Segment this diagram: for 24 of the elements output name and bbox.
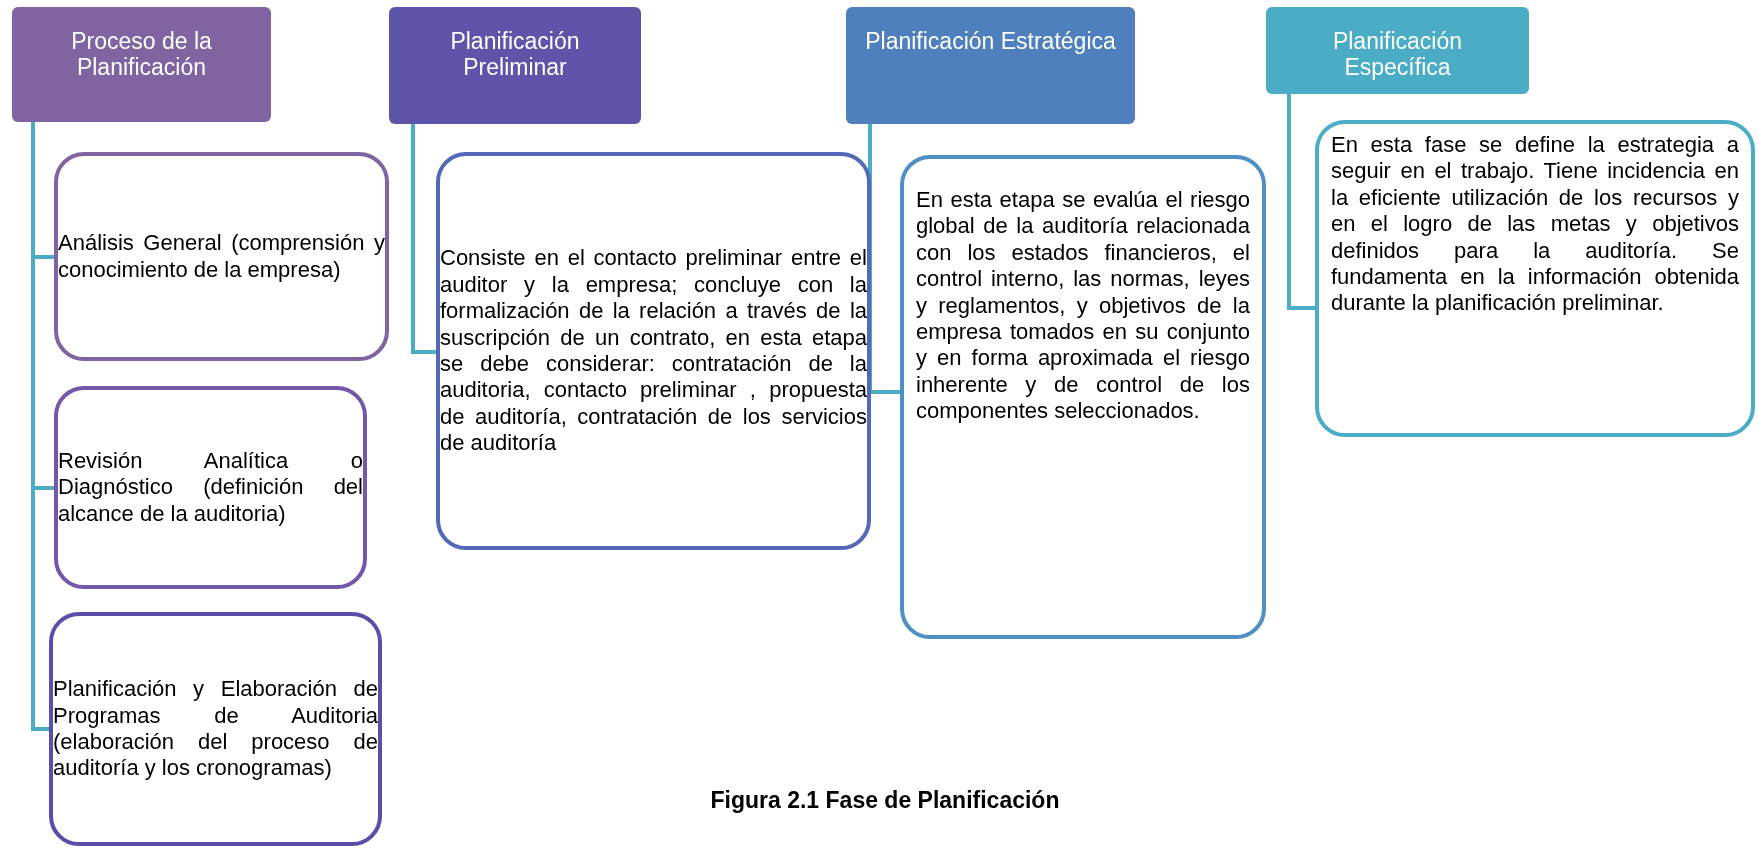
description-text: Planificación y Elaboración de Programas de Auditoria (elaboración del proceso de auditoría y los cronogramas) bbox=[53, 676, 378, 782]
header-text: Proceso de la Planificación bbox=[70, 29, 213, 82]
connector-line bbox=[868, 124, 900, 394]
stage-header-box bbox=[1266, 7, 1529, 94]
header-text: Planificación Específica bbox=[1331, 29, 1464, 82]
description-box bbox=[54, 152, 389, 361]
figure-caption: Figura 2.1 Fase de Planificación bbox=[709, 787, 1061, 814]
stage-header-box bbox=[846, 7, 1135, 124]
header-text: Planificación Estratégica bbox=[865, 29, 1116, 56]
stage-header-box bbox=[389, 7, 641, 124]
description-text: Consiste en el contacto preliminar entre el auditor y la empresa; concluye con la formalización de la relación a través de la suscripción de un contrato, en esta etapa se debe considerar: contratación de la auditoria, contacto preliminar , propuesta de auditoría, contratación de los servicios de auditoría bbox=[440, 245, 867, 457]
description-box bbox=[54, 386, 367, 589]
description-text: Análisis General (comprensión y conocimiento de la empresa) bbox=[58, 230, 385, 283]
stage-header-box bbox=[12, 7, 271, 122]
description-box bbox=[49, 612, 382, 846]
description-text: En esta etapa se evalúa el riesgo global de la auditoría relacionada con los estados financieros, el control interno, las normas, leyes y reglamentos, y objetivos de la empresa tomados en su conjunto y en forma aproximada el riesgo inherente y de control de los componentes seleccionados. bbox=[916, 187, 1250, 425]
description-text: En esta fase se define la estrategia a seguir en el trabajo. Tiene incidencia en la eficiente utilización de los recursos y en el logro de las metas y objetivos definidos para la auditoría. Se fundamenta en la información obtenida durante la planificación preliminar. bbox=[1331, 132, 1739, 317]
header-text: Planificación Preliminar bbox=[449, 29, 581, 82]
connector-line bbox=[1287, 94, 1315, 310]
description-text: Revisión Analítica o Diagnóstico (definición del alcance de la auditoria) bbox=[58, 447, 363, 528]
description-box bbox=[900, 155, 1266, 639]
connector-line bbox=[411, 124, 436, 354]
description-box bbox=[436, 152, 871, 550]
description-box bbox=[1315, 120, 1755, 437]
